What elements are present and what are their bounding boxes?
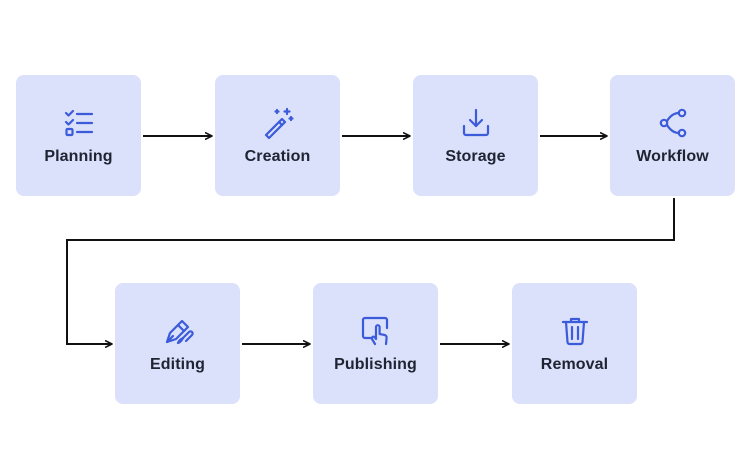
- pen-brush-icon: [161, 314, 195, 348]
- arrow-workflow-editing: [66, 198, 675, 348]
- step-label: Storage: [445, 147, 506, 165]
- step-editing: Editing: [115, 283, 240, 404]
- step-label: Creation: [244, 147, 311, 165]
- step-removal: Removal: [512, 283, 637, 404]
- step-label: Removal: [540, 355, 609, 373]
- step-creation: Creation: [215, 75, 340, 196]
- step-label: Workflow: [636, 147, 709, 165]
- step-label: Publishing: [334, 355, 417, 373]
- step-publishing: Publishing: [313, 283, 438, 404]
- step-label: Planning: [44, 147, 113, 165]
- magic-wand-icon: [261, 106, 295, 140]
- share-nodes-icon: [656, 106, 690, 140]
- trash-icon: [558, 314, 592, 348]
- step-workflow: Workflow: [610, 75, 735, 196]
- step-planning: Planning: [16, 75, 141, 196]
- checklist-icon: [62, 106, 96, 140]
- step-storage: Storage: [413, 75, 538, 196]
- download-icon: [459, 106, 493, 140]
- touch-screen-icon: [359, 314, 393, 348]
- step-label: Editing: [150, 355, 205, 373]
